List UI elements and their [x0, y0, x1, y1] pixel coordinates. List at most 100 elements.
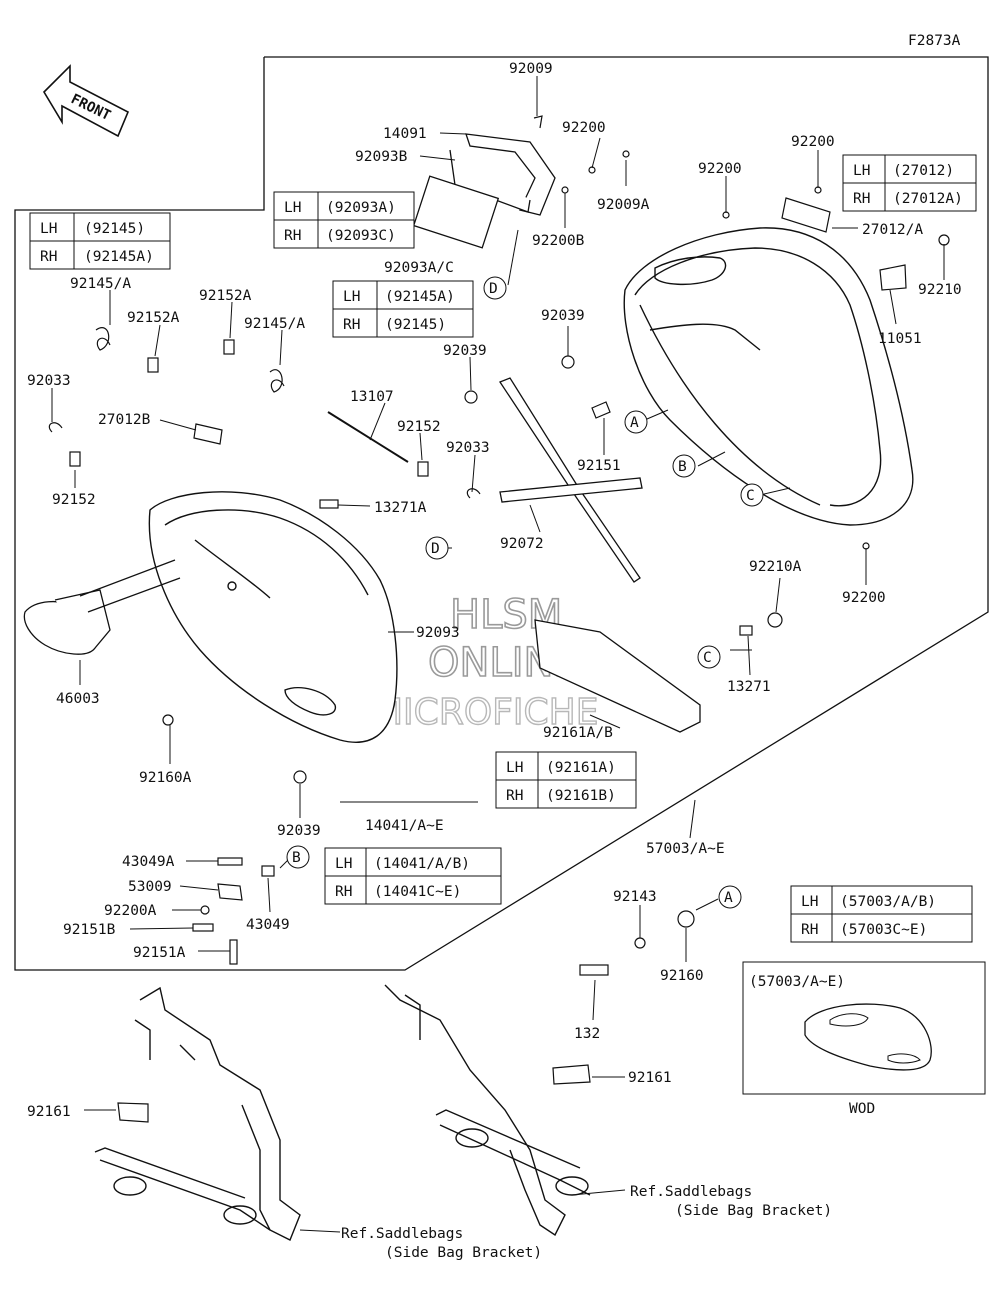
svg-text:(92145A): (92145A) [84, 249, 154, 265]
hinge-14091 [412, 133, 556, 249]
label-92200-top: 92200 [562, 120, 606, 136]
left-saddlebag-shell [148, 491, 398, 743]
label-92009A: 92009A [597, 197, 650, 213]
clip-92033-mid [466, 488, 481, 499]
label-92210: 92210 [918, 282, 962, 298]
svg-text:RH: RH [853, 191, 870, 207]
svg-text:D: D [431, 541, 440, 557]
label-14091: 14091 [383, 126, 427, 142]
label-13107: 13107 [350, 389, 394, 405]
watermark-line-3: MICROFICHE [372, 692, 598, 733]
label-92151: 92151 [577, 458, 621, 474]
part-labels: 92009 14091 92093B 92200 92009A 92200B 9… [27, 61, 962, 1261]
table-92145: LH (92145) RH (92145A) [29, 212, 171, 270]
strap-92072 [499, 377, 643, 583]
label-92152A-mid: 92152A [199, 288, 252, 304]
label-92093B: 92093B [355, 149, 408, 165]
label-92160: 92160 [660, 968, 704, 984]
svg-text:LH: LH [284, 200, 301, 216]
label-92039-b: 92039 [541, 308, 585, 324]
label-92200-bot: 92200 [842, 590, 886, 606]
svg-text:RH: RH [335, 884, 352, 900]
callout-markers: D D A B C C B A [286, 276, 764, 909]
pad-92161AB [534, 619, 701, 733]
label-92039-a: 92039 [443, 343, 487, 359]
label-92151B: 92151B [63, 922, 116, 938]
nut-92210A [767, 612, 783, 628]
ref-left-line2: (Side Bag Bracket) [385, 1245, 542, 1261]
label-46003: 46003 [56, 691, 100, 707]
bolt-92151B [192, 923, 214, 932]
svg-text:A: A [630, 415, 639, 431]
screw-92009 [533, 115, 543, 129]
label-92200-mid: 92200 [698, 161, 742, 177]
table-57003: LH (57003/A/B) RH (57003C~E) [790, 885, 973, 943]
svg-text:B: B [292, 850, 301, 866]
svg-text:(57003/A/B): (57003/A/B) [840, 894, 936, 910]
label-92033-mid: 92033 [446, 440, 490, 456]
collar-92152-left [69, 451, 81, 467]
svg-text:(92161A): (92161A) [546, 760, 616, 776]
svg-text:(92161B): (92161B) [546, 788, 616, 804]
label-27012A: 27012/A [862, 222, 923, 238]
svg-text:(27012): (27012) [893, 163, 954, 179]
svg-text:RH: RH [801, 922, 818, 938]
spring-92145-mid [269, 369, 285, 393]
callout-c-mid: C [740, 483, 764, 507]
svg-text:RH: RH [506, 788, 523, 804]
ref-right-line1: Ref.Saddlebags [630, 1184, 752, 1200]
label-11051: 11051 [878, 331, 922, 347]
label-92009: 92009 [509, 61, 553, 77]
grommet-92039-b [561, 355, 575, 369]
label-92033-left: 92033 [27, 373, 71, 389]
latch-46003 [23, 559, 181, 655]
table-92145-b: LH (92145A) RH (92145) [332, 280, 474, 338]
rivet-92160A [162, 714, 174, 726]
callout-d-mid: D [425, 536, 449, 560]
label-27012B: 27012B [98, 412, 151, 428]
svg-text:(92145): (92145) [84, 221, 145, 237]
right-saddlebag-shell [623, 227, 914, 526]
table-92161: LH (92161A) RH (92161B) [495, 751, 637, 809]
svg-text:(92093A): (92093A) [326, 200, 396, 216]
svg-text:RH: RH [284, 228, 301, 244]
label-92152-mid: 92152 [397, 419, 441, 435]
label-92145A-mid: 92145/A [244, 316, 305, 332]
figure-code: F2873A [908, 33, 961, 49]
svg-text:C: C [746, 488, 755, 504]
washer-92200A [200, 905, 210, 915]
label-43049: 43049 [246, 917, 290, 933]
svg-text:D: D [489, 281, 498, 297]
svg-text:LH: LH [801, 894, 818, 910]
left-side-bag-bracket [94, 986, 301, 1241]
label-92200A: 92200A [104, 903, 157, 919]
svg-text:LH: LH [853, 163, 870, 179]
ref-left-line1: Ref.Saddlebags [341, 1226, 463, 1242]
plate-13271 [739, 625, 753, 636]
right-side-bag-bracket [384, 984, 591, 1237]
callout-c-low: C [697, 645, 721, 669]
nut-92160 [677, 910, 695, 928]
collar-92152A-left [147, 357, 159, 373]
bolt-92151 [591, 401, 611, 419]
svg-text:(27012A): (27012A) [893, 191, 963, 207]
washer-92143 [634, 937, 646, 949]
damper-53009 [217, 883, 243, 901]
label-92143: 92143 [613, 889, 657, 905]
svg-text:RH: RH [343, 317, 360, 333]
rod-13107 [327, 411, 409, 463]
callout-b-mid: B [672, 454, 696, 478]
svg-text:LH: LH [40, 221, 57, 237]
plate-27012B [193, 423, 223, 445]
callout-d-top: D [483, 276, 507, 300]
svg-text:LH: LH [506, 760, 523, 776]
svg-text:(92145): (92145) [385, 317, 446, 333]
svg-text:(14041/A/B): (14041/A/B) [374, 856, 470, 872]
collar-92152A-mid [223, 339, 235, 355]
label-92161AB: 92161A/B [543, 725, 613, 741]
pad-92161-left [117, 1102, 149, 1123]
pad-13271A [319, 499, 339, 509]
label-92210A: 92210A [749, 559, 802, 575]
